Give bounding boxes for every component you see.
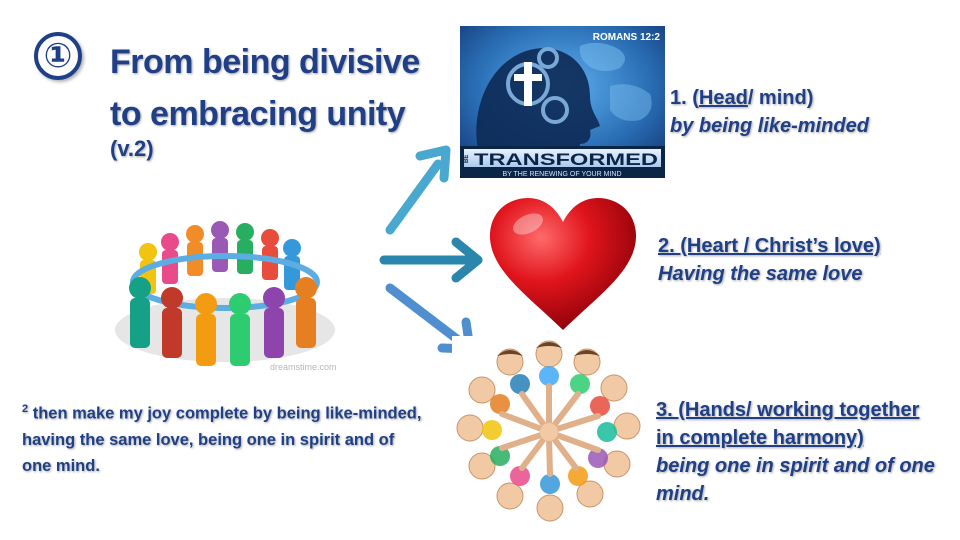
arrow-to-heart [379,237,483,283]
verse-number: 2 [22,403,29,415]
point-number: ① [43,37,73,75]
arrows-group [379,145,483,354]
point-number-badge: ① [34,32,82,80]
point-2-detail: Having the same love [658,263,863,285]
point-1-detail: by being like-minded [670,115,869,137]
point-1-heading: 1. (Head/ mind) [670,84,869,112]
transformed-text: TRANSFORMED [474,150,658,169]
point-2-heading: 2. (Heart / Christ’s love) [658,235,881,257]
people-circle-image: dreamstime.com [115,221,337,372]
point-2-label: 2. (Heart / Christ’s love) Having the sa… [658,232,881,288]
watermark: dreamstime.com [270,362,337,372]
hands-together-image [452,336,647,526]
title-line-1: From being divisive [110,43,420,81]
romans-reference: ROMANS 12:2 [593,32,661,43]
point-3-heading-line-1: 3. (Hands/ working together [656,399,920,421]
slide-title: From being divisive to embracing unity [110,36,420,140]
verse-reference: (v.2) [110,136,154,161]
point-3-detail: being one in spirit and of one mind. [656,455,935,505]
point-1-label: 1. (Head/ mind) by being like-minded [670,84,869,140]
verse-text: then make my joy complete by being like-… [22,404,422,475]
point-1-head-word: Head [698,87,748,109]
title-line-2: to embracing unity [110,95,406,133]
scripture-text: 2 then make my joy complete by being lik… [22,396,422,479]
heart-image [490,198,636,330]
transformed-mind-image: ROMANS 12:2 BE TRANSFORMED BY THE RENEWI… [460,26,665,178]
point-1-suffix: / mind) [747,87,814,109]
renewing-text: BY THE RENEWING OF YOUR MIND [502,171,621,178]
point-3-label: 3. (Hands/ working together in complete … [656,396,956,508]
point-3-heading-line-2: in complete harmony) [656,427,864,449]
be-text: BE [464,155,470,163]
arrow-to-head [385,145,451,235]
point-1-prefix: 1. ( [670,87,699,109]
